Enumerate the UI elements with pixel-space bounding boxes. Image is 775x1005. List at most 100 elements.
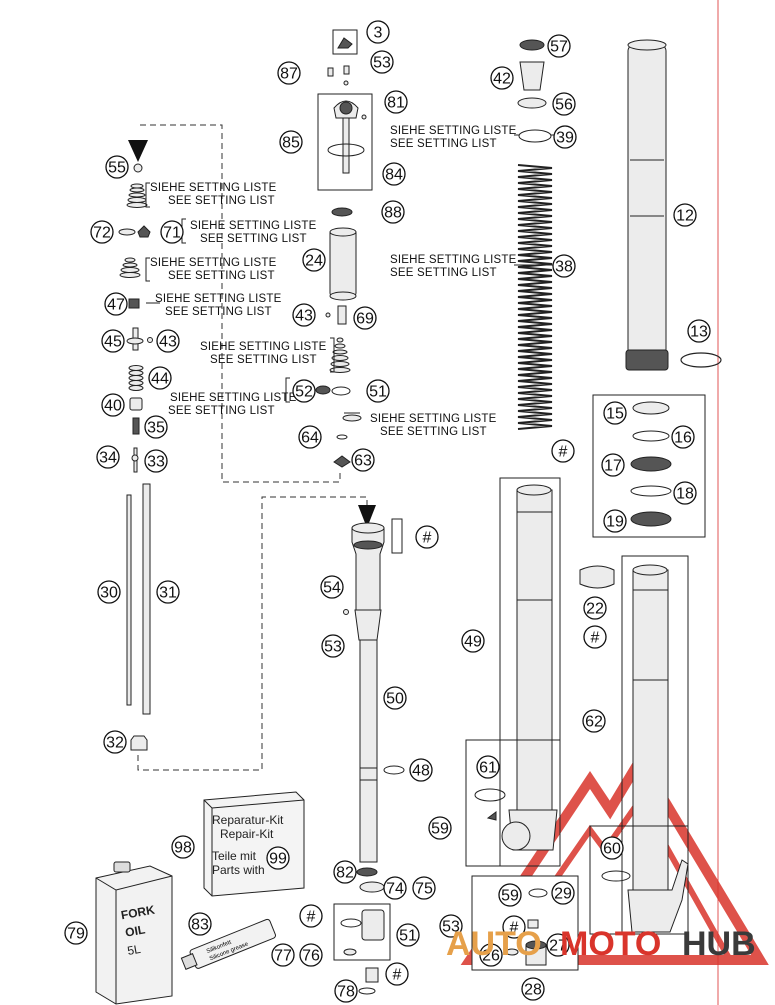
callout-label: 39: [556, 130, 574, 147]
callout-43: 43: [156, 329, 180, 353]
setting-en: SEE SETTING LIST: [210, 354, 317, 366]
callout-16: 16: [671, 425, 695, 449]
callout-label: 49: [464, 634, 482, 651]
callout-label: 53: [324, 639, 342, 656]
kit-reference-badge: #: [415, 525, 439, 549]
callout-79: 79: [64, 921, 88, 945]
callout-label: 84: [385, 167, 403, 184]
outer-tube-12: [625, 39, 669, 371]
callout-label: 57: [550, 39, 568, 56]
callout-label: 16: [674, 430, 692, 447]
callout-label: 74: [386, 881, 404, 898]
watermark-part-1: AUTO: [446, 925, 542, 963]
callout-label: 35: [147, 420, 165, 437]
callout-75: 75: [412, 876, 436, 900]
callout-label: 59: [431, 821, 449, 838]
callout-label: 48: [412, 763, 430, 780]
callout-33: 33: [144, 449, 168, 473]
callout-52: 52: [292, 379, 316, 403]
callout-56: 56: [552, 92, 576, 116]
callout-label: 13: [690, 324, 708, 341]
callout-59: 59: [498, 883, 522, 907]
spring-coil: [517, 164, 553, 430]
callout-12: 12: [673, 203, 697, 227]
callout-label: 50: [386, 691, 404, 708]
kit-reference-badge: #: [502, 915, 526, 939]
callout-50: 50: [383, 686, 407, 710]
kit-reference-badge: #: [551, 439, 575, 463]
callout-label: 75: [415, 881, 433, 898]
callout-47: 47: [104, 292, 128, 316]
rod-30: [126, 494, 132, 706]
callout-label: 82: [336, 865, 354, 882]
callout-88: 88: [381, 200, 405, 224]
callout-60: 60: [600, 836, 624, 860]
callout-54: 54: [320, 575, 344, 599]
callout-31: 31: [156, 580, 180, 604]
callout-59: 59: [428, 816, 452, 840]
repair-kit-line-3: Teile mit: [212, 849, 257, 863]
callout-label: 71: [163, 225, 181, 242]
callout-55: 55: [105, 155, 129, 179]
setting-de: SIEHE SETTING LISTE: [150, 182, 277, 194]
callout-35: 35: [144, 415, 168, 439]
setting-de: SIEHE SETTING LISTE: [390, 254, 517, 266]
rod-31: [142, 483, 151, 715]
callout-45: 45: [101, 329, 125, 353]
guide-lines: [137, 124, 368, 771]
callout-22: 22: [583, 596, 607, 620]
callout-label: 40: [104, 398, 122, 415]
callout-27: 27: [546, 933, 570, 957]
callout-label: #: [423, 530, 432, 547]
setting-en: SEE SETTING LIST: [165, 306, 272, 318]
callout-label: 43: [159, 334, 177, 351]
callout-label: 63: [354, 453, 372, 470]
callout-label: #: [559, 444, 568, 461]
callout-71: 71: [160, 220, 184, 244]
setting-en: SEE SETTING LIST: [168, 405, 275, 417]
callout-label: 24: [305, 253, 323, 270]
callout-label: 26: [482, 948, 500, 965]
callout-label: 18: [676, 486, 694, 503]
callout-34: 34: [96, 445, 120, 469]
callout-label: 33: [147, 454, 165, 471]
arrow-down-icon: [128, 140, 148, 162]
callout-53: 53: [370, 50, 394, 74]
callout-38: 38: [552, 254, 576, 278]
callout-label: 34: [99, 450, 117, 467]
callout-label: 31: [159, 585, 177, 602]
setting-en: SEE SETTING LIST: [168, 270, 275, 282]
callout-76: 76: [299, 943, 323, 967]
callout-label: 38: [555, 259, 573, 276]
inner-tube-61: [501, 484, 558, 851]
damper-rod-48: [351, 522, 385, 863]
callout-64: 64: [298, 425, 322, 449]
callout-label: 54: [323, 580, 341, 597]
callout-label: 81: [387, 95, 405, 112]
callout-53: 53: [439, 914, 463, 938]
callout-81: 81: [384, 90, 408, 114]
shim-stack-1: [126, 183, 148, 208]
shim-stack-2: [119, 257, 141, 278]
callout-label: 88: [384, 205, 402, 222]
callout-label: #: [393, 967, 402, 984]
callout-label: 62: [585, 714, 603, 731]
kit-reference-badge: #: [299, 904, 323, 928]
repair-kit-line-4: Parts with: [212, 863, 265, 877]
watermark-part-2: MOTO: [560, 925, 661, 963]
callout-28: 28: [521, 977, 545, 1001]
callout-label: 42: [493, 71, 511, 88]
spring-44: [128, 365, 144, 391]
callout-label: 30: [100, 585, 118, 602]
setting-de: SIEHE SETTING LISTE: [390, 125, 517, 137]
callout-82: 82: [333, 860, 357, 884]
callout-label: 56: [555, 97, 573, 114]
callout-51: 51: [396, 923, 420, 947]
callout-label: 43: [295, 308, 313, 325]
callout-30: 30: [97, 580, 121, 604]
repair-kit-line-2: Repair-Kit: [220, 827, 274, 841]
callout-label: 12: [676, 208, 694, 225]
callout-label: 64: [301, 430, 319, 447]
setting-en: SEE SETTING LIST: [200, 233, 307, 245]
